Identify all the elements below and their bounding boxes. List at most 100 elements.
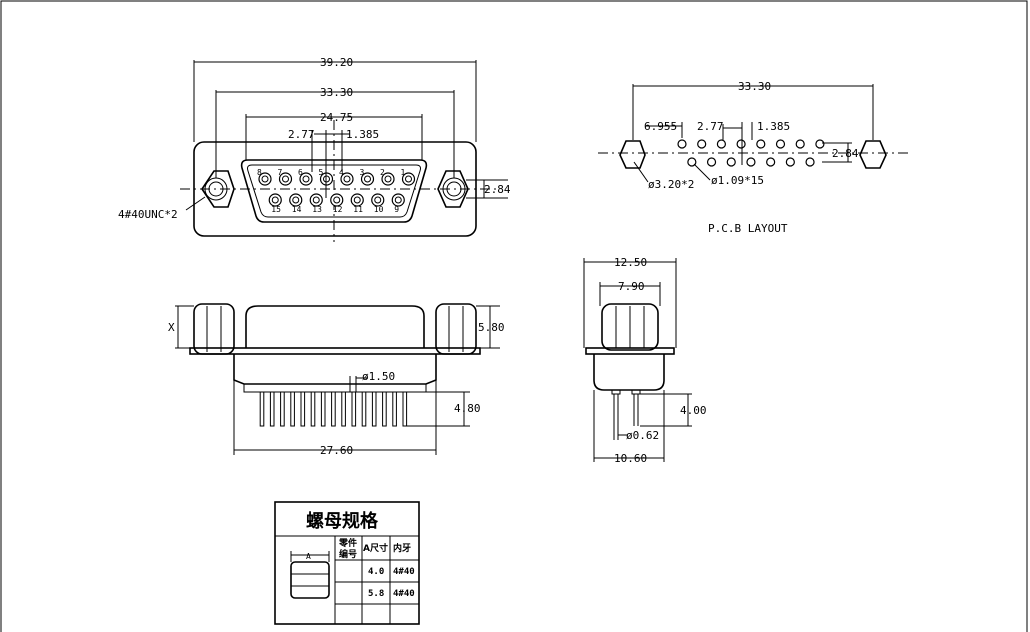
side-pins: [259, 391, 408, 427]
pcb-layout-title: P.C.B LAYOUT: [708, 222, 788, 235]
side-view: X 5.80 ø1.50 4.80 27.60: [168, 303, 505, 457]
front-pin-hole: [258, 172, 272, 186]
side-shell: [245, 305, 425, 348]
front-pin-contact: [292, 196, 300, 204]
pcb-pin-hole: [815, 139, 825, 149]
end-flange: [585, 347, 675, 355]
pcb-pin-hole: [697, 139, 707, 149]
front-pin-label: 8: [257, 168, 262, 177]
nut-spec-table: 螺母规格 零件 编号 A尺寸 内牙 4.0 4#40 5.8 4#40 A: [274, 501, 420, 625]
dim-shell: 24.75: [320, 111, 353, 124]
side-pin: [341, 391, 346, 427]
front-pin-contact: [333, 196, 341, 204]
dim-pitch: 2.77: [288, 128, 315, 141]
pcb-pin-hole-note: ø1.09*15: [711, 174, 764, 187]
pcb-dim-pitch: 2.77: [697, 120, 724, 133]
nut-col-size: A尺寸: [363, 542, 388, 554]
pcb-pin-hole: [766, 157, 776, 167]
front-pin-hole: [330, 193, 344, 207]
front-pin-contact: [312, 196, 320, 204]
front-pin-hole: [371, 193, 385, 207]
end-dim-pin-dia: ø0.62: [626, 429, 659, 442]
nut-row-2-size: 5.8: [368, 589, 384, 599]
nut-col-part-line1: 零件: [338, 537, 357, 549]
nut-row-2-thread: 4#40: [393, 589, 415, 599]
end-dim-base: 10.60: [614, 452, 647, 465]
end-body: [601, 303, 659, 351]
pcb-pin-hole: [756, 139, 766, 149]
front-pin-hole: [350, 193, 364, 207]
side-pin: [392, 391, 397, 427]
front-pin-label: 3: [360, 168, 365, 177]
front-pin-hole: [360, 172, 375, 186]
front-pin-label: 5: [319, 168, 324, 177]
side-dim-pin-dia: ø1.50: [362, 370, 395, 383]
side-pin: [331, 391, 336, 427]
front-pin-label: 9: [394, 205, 399, 214]
front-pin-contact: [384, 175, 392, 183]
dim-overall: 39.20: [320, 56, 353, 69]
front-pin-label: 1: [401, 168, 406, 177]
front-pin-contact: [374, 196, 382, 204]
nut-row-1-thread: 4#40: [393, 567, 415, 577]
front-pin-contact: [394, 196, 402, 204]
pcb-dim-row-offset: 1.385: [757, 120, 790, 133]
front-pin-label: 15: [271, 205, 281, 214]
side-body: [233, 354, 437, 385]
pcb-dim-row-spacing: 2.84: [832, 147, 859, 160]
side-pin: [290, 391, 295, 427]
pcb-pin-hole: [687, 157, 697, 167]
end-lower-body: [593, 354, 665, 391]
pcb-pin-hole: [785, 157, 795, 167]
front-pin-contact: [261, 175, 269, 183]
front-pin-hole: [278, 172, 293, 186]
side-pin: [269, 391, 275, 427]
nut-col-thread: 内牙: [393, 542, 411, 554]
pcb-dim-mount: 33.30: [738, 80, 771, 93]
front-pin-hole: [268, 193, 282, 207]
dim-height-front: 2.84: [484, 183, 511, 196]
front-pin-hole: [381, 172, 395, 186]
front-pin-contact: [353, 196, 361, 204]
pcb-pin-hole: [775, 139, 786, 149]
dim-row-offset: 1.385: [346, 128, 379, 141]
side-dim-base: 27.60: [320, 444, 353, 457]
front-pin-hole: [309, 193, 323, 207]
front-pin-label: 10: [374, 205, 384, 214]
nut-sketch: A: [290, 551, 330, 599]
front-pin-label: 4: [339, 168, 344, 177]
side-pin: [382, 391, 387, 427]
pcb-dim-offset: 6.955: [644, 120, 677, 133]
front-pin-label: 11: [353, 205, 363, 214]
pcb-pin-hole: [746, 157, 756, 167]
front-pin-label: 7: [278, 168, 283, 177]
front-pin-contact: [271, 196, 279, 204]
front-dshell: [240, 159, 428, 223]
front-pin-label: 6: [298, 168, 303, 177]
front-pin-contact: [405, 175, 412, 183]
side-pin: [402, 391, 408, 427]
pcb-mount-hole-left: [619, 140, 646, 169]
front-pin-label: 14: [292, 205, 302, 214]
end-dim-body: 7.90: [618, 280, 645, 293]
side-dim-height: 5.80: [478, 321, 505, 334]
pcb-pin-hole: [795, 139, 805, 149]
front-pin-contact: [343, 175, 351, 183]
pcb-pin-hole: [805, 157, 815, 167]
side-pin: [320, 391, 326, 427]
side-dim-x: X: [168, 321, 175, 334]
side-standoff: [243, 383, 427, 393]
side-pin: [361, 391, 367, 427]
pcb-mount-hole-right: [859, 140, 887, 169]
front-pin-hole: [289, 193, 303, 207]
end-dim-flange: 12.50: [614, 256, 647, 269]
end-dim-pin-len: 4.00: [680, 404, 707, 417]
side-nut-right: [435, 303, 477, 355]
pcb-layout: 33.30 6.955 2.77 1.385 2.84 ø3.20*2 ø1.0…: [598, 80, 910, 235]
side-pin: [371, 391, 377, 427]
side-pin: [351, 391, 357, 427]
